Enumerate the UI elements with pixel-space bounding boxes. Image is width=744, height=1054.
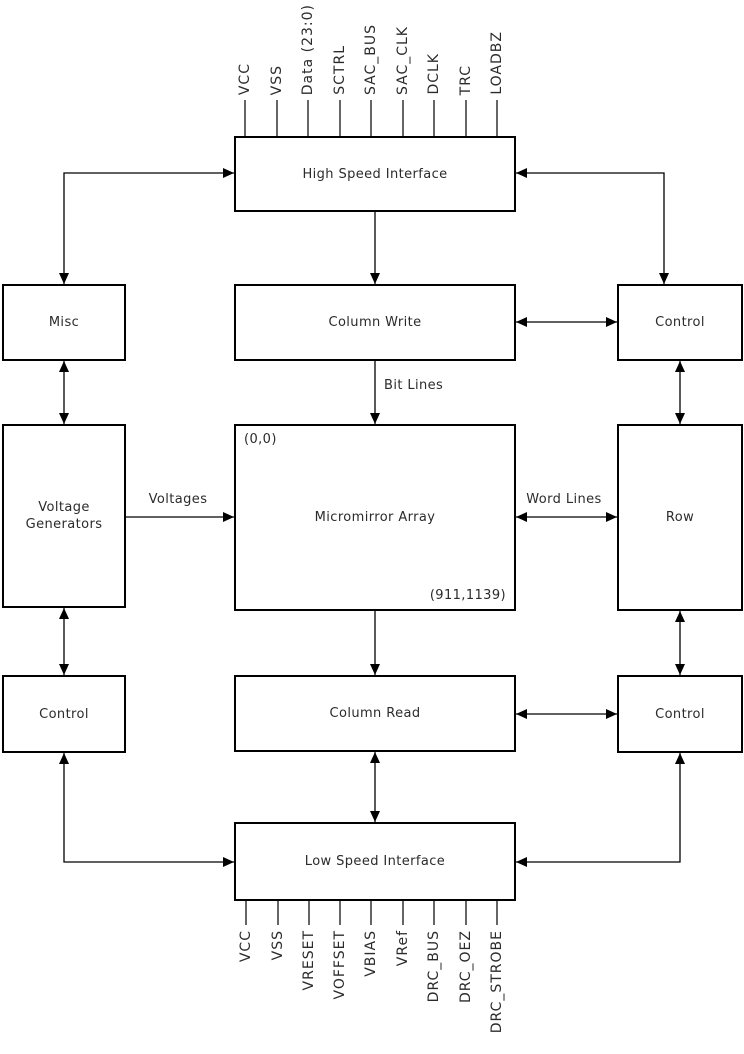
edge-high-speed-interface-to-control-top-right xyxy=(516,168,669,284)
bottom-pin-label-voffset: VOFFSET xyxy=(332,930,348,1000)
top-pin-label-data-23-0: Data (23:0) xyxy=(300,3,316,95)
bottom-pin-label-drc-oez: DRC_OEZ xyxy=(458,930,474,1004)
edge-label-voltages: Voltages xyxy=(148,492,208,507)
edge-label-bit-lines: Bit Lines xyxy=(384,378,444,393)
control-top-right-box: Control xyxy=(617,284,743,361)
bottom-pin-label-drc-strobe: DRC_STROBE xyxy=(489,930,505,1034)
row-box: Row xyxy=(617,424,743,611)
column-read-label: Column Read xyxy=(329,706,421,721)
top-pin-label-trc: TRC xyxy=(458,64,474,95)
high-speed-interface-label: High Speed Interface xyxy=(302,166,448,182)
bottom-pin-label-vref: VRef xyxy=(395,930,411,967)
bottom-pin-label-drc-bus: DRC_BUS xyxy=(426,930,442,1003)
control-bottom-right-box: Control xyxy=(617,675,743,753)
row-label: Row xyxy=(665,510,695,525)
voltage-generators-label: Voltage Generators xyxy=(25,500,103,532)
voltage-generators-box: Voltage Generators xyxy=(2,424,126,608)
bottom-pin-label-vreset: VRESET xyxy=(301,930,317,991)
control-bottom-left-label: Control xyxy=(39,706,89,722)
micromirror-array-max-coordinate: (911,1139) xyxy=(429,588,506,603)
misc-label: Misc xyxy=(48,315,80,330)
micromirror-array-origin-coordinate: (0,0) xyxy=(244,432,277,447)
edge-label-word-lines: Word Lines xyxy=(526,492,602,507)
column-read-box: Column Read xyxy=(234,675,516,752)
edge-control-bottom-left-to-low-speed-interface xyxy=(59,753,234,867)
control-top-right-label: Control xyxy=(655,315,705,330)
top-pin-label-loadbz: LOADBZ xyxy=(489,31,505,95)
top-pin-label-sctrl: SCTRL xyxy=(332,45,348,95)
column-write-label: Column Write xyxy=(328,315,422,330)
bottom-pin-label-vcc: VCC xyxy=(238,930,254,963)
low-speed-interface-label: Low Speed Interface xyxy=(304,854,446,869)
micromirror-array-box: Micromirror Array (0,0) (911,1139) xyxy=(234,424,516,611)
top-pin-label-vcc: VCC xyxy=(237,62,253,95)
control-bottom-left-box: Control xyxy=(2,675,126,753)
bottom-pin-label-vbias: VBIAS xyxy=(363,930,379,977)
edge-high-speed-interface-to-misc xyxy=(59,168,234,284)
low-speed-interface-box: Low Speed Interface xyxy=(234,822,516,901)
misc-box: Misc xyxy=(2,284,126,361)
top-pin-label-sac-bus: SAC_BUS xyxy=(363,24,379,95)
top-pin-label-dclk: DCLK xyxy=(426,53,442,95)
micromirror-array-label: Micromirror Array xyxy=(314,510,436,525)
control-bottom-right-label: Control xyxy=(655,706,705,722)
bottom-pin-label-vss: VSS xyxy=(270,930,286,961)
column-write-box: Column Write xyxy=(234,284,516,361)
edge-control-bottom-right-to-low-speed-interface xyxy=(516,753,685,867)
top-pin-label-sac-clk: SAC_CLK xyxy=(395,25,411,95)
top-pin-label-vss: VSS xyxy=(269,64,285,95)
high-speed-interface-box: High Speed Interface xyxy=(234,136,516,212)
